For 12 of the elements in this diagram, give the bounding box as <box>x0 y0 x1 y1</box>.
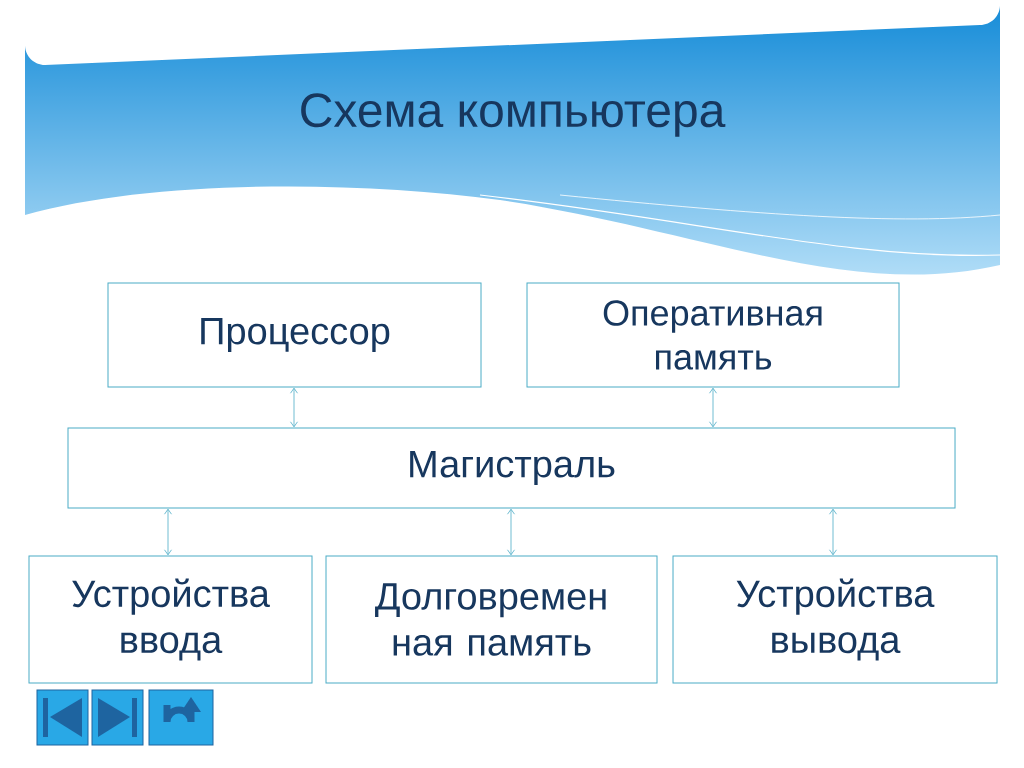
arrow <box>709 387 717 428</box>
process-box: Магистраль <box>67 427 956 509</box>
arrow <box>164 508 172 556</box>
process-box: Устройства вывода <box>672 555 998 684</box>
arrow <box>507 508 515 556</box>
arrow <box>290 387 298 428</box>
title: Схема компьютера <box>301 93 726 137</box>
process-box: Устройства ввода <box>28 555 313 684</box>
arrow <box>829 508 837 556</box>
process-box: Оперативная память <box>526 282 900 388</box>
process-box: Долговремен ная память <box>325 555 658 684</box>
process-box: Процессор <box>107 282 482 388</box>
